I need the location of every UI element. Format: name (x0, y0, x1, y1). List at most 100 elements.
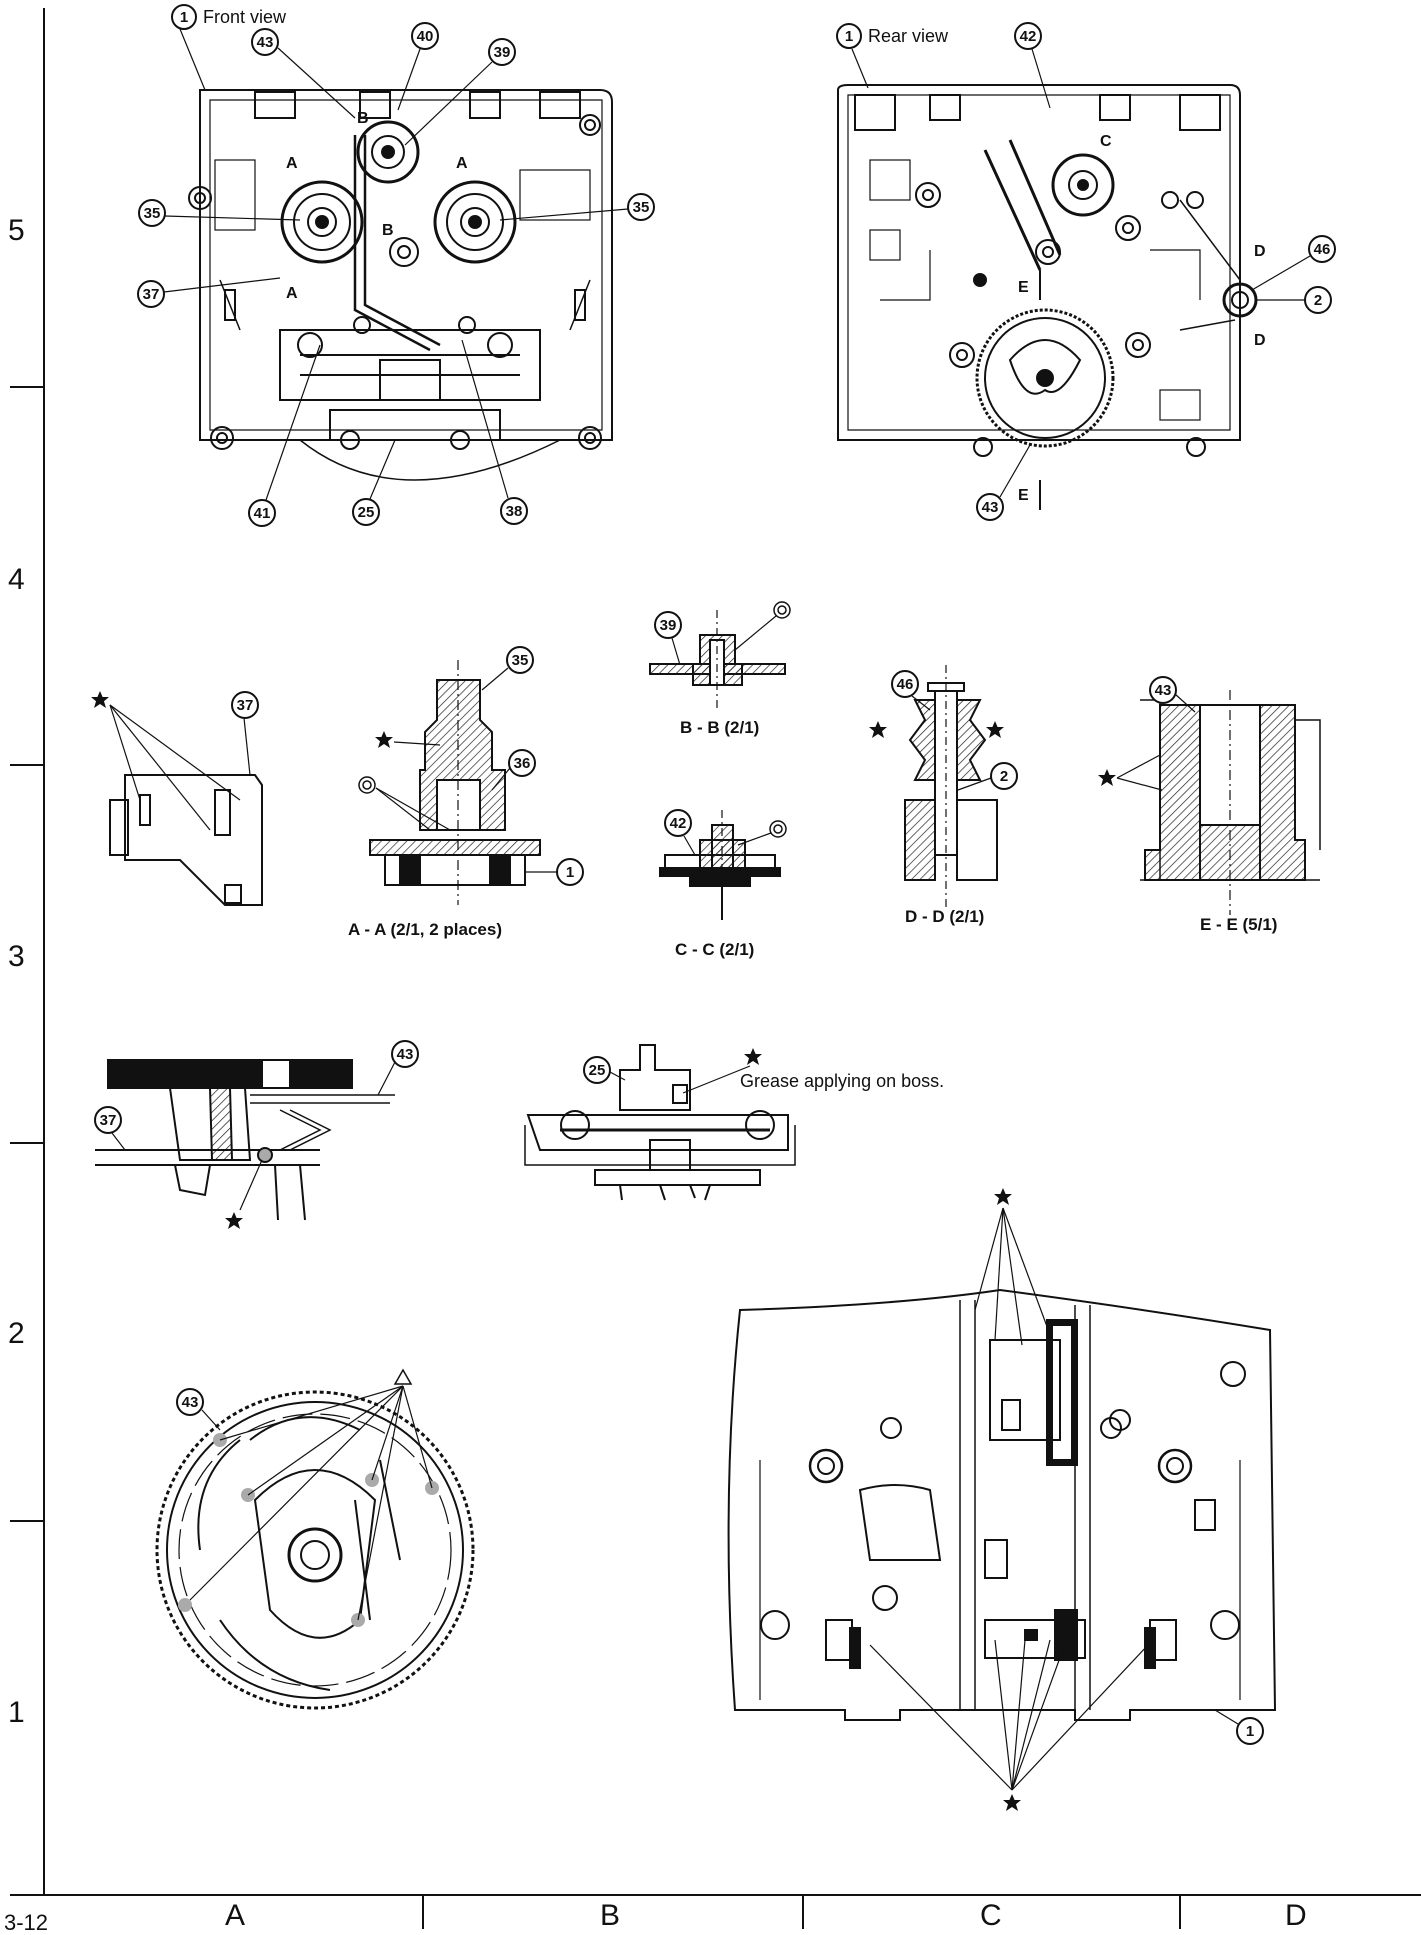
callout-37-bb: 39 (654, 611, 682, 639)
star-dd-right (986, 721, 1004, 738)
callout-43-rear: 43 (976, 493, 1004, 521)
svg-text:35: 35 (633, 199, 650, 216)
front-view-labels: 1 Front view 43 40 39 35 35 37 41 25 38 … (137, 4, 655, 527)
callout-1-front (171, 4, 197, 30)
callout-46-dd: 46 (891, 670, 919, 698)
section-dd-labels: 46 2 D - D (2/1) (869, 670, 1018, 926)
svg-text:39: 39 (660, 617, 677, 634)
gear-43-labels: 43 (176, 1368, 433, 1621)
callout-25-front: 25 (352, 498, 380, 526)
callout-36-aa: 36 (508, 749, 536, 777)
svg-text:42: 42 (670, 815, 687, 832)
row-ticks (10, 386, 44, 1522)
section-aa-labels: 35 36 1 A - A (2/1, 2 places) (348, 646, 584, 939)
column-dividers (422, 1895, 1181, 1929)
callout-40-front: 41 (248, 499, 276, 527)
section-bb-caption: B - B (2/1) (680, 718, 759, 737)
marker-a-front-2: A (286, 285, 298, 302)
svg-text:2: 2 (1314, 292, 1322, 309)
svg-text:43: 43 (257, 34, 274, 51)
triangle-mark (393, 1368, 413, 1385)
svg-text:2: 2 (1000, 768, 1008, 785)
star-dd-left (869, 721, 887, 738)
section-cc-drawing (659, 810, 781, 920)
callout-1-rear-number: 1 (845, 28, 853, 45)
svg-text:43: 43 (982, 499, 999, 516)
svg-text:38: 38 (506, 503, 523, 520)
marker-e-rear-1: E (1018, 279, 1029, 296)
detail-35-drawing (109, 774, 263, 906)
callout-2-dd: 2 (990, 762, 1018, 790)
star-chassis-bottom (1003, 1794, 1021, 1811)
callout-41-front: 43 (251, 28, 279, 56)
marker-b-front-2: B (382, 222, 394, 239)
section-aa-drawing (369, 660, 541, 905)
svg-text:25: 25 (358, 504, 375, 521)
svg-text:43: 43 (182, 1394, 199, 1411)
rear-view-labels: 1 Rear view 42 46 2 43 C D D E E (836, 22, 1336, 521)
callout-1-front-number: 1 (180, 9, 188, 26)
marker-e-rear-2: E (1018, 487, 1029, 504)
star-35 (91, 691, 109, 708)
gear-43-drawing (155, 1390, 475, 1710)
section-bb-labels: 39 B - B (2/1) (654, 601, 791, 737)
row-label-5: 5 (8, 214, 25, 247)
callout-34-front-left: 35 (138, 199, 166, 227)
marker-a-front-3: A (456, 155, 468, 172)
svg-text:42: 42 (1020, 28, 1037, 45)
callout-43-ee: 43 (1149, 676, 1177, 704)
star-25 (744, 1048, 762, 1065)
row-label-1: 1 (8, 1696, 25, 1729)
section-dd-drawing (904, 665, 998, 910)
oil-mark-bb (773, 601, 791, 619)
marker-b-front-1: B (357, 110, 369, 127)
column-label-b: B (600, 1899, 620, 1932)
svg-text:46: 46 (897, 676, 914, 693)
detail-35-labels: 37 (91, 691, 259, 831)
callout-35-detail-row3: 37 (94, 1106, 122, 1134)
callout-38-front: 40 (411, 22, 439, 50)
callout-35-front: 37 (137, 280, 165, 308)
svg-text:43: 43 (397, 1046, 414, 1063)
svg-text:37: 37 (143, 286, 160, 303)
star-aa (375, 731, 393, 748)
svg-text:36: 36 (514, 755, 531, 772)
column-label-a: A (225, 1899, 245, 1932)
svg-text:39: 39 (494, 44, 511, 61)
section-dd-caption: D - D (2/1) (905, 907, 984, 926)
callout-43-gear: 43 (176, 1388, 204, 1416)
section-ee-caption: E - E (5/1) (1200, 915, 1277, 934)
marker-d-rear-2: D (1254, 332, 1266, 349)
section-aa-caption: A - A (2/1, 2 places) (348, 920, 502, 939)
oil-mark-cc (769, 820, 787, 838)
svg-text:35: 35 (144, 205, 161, 222)
callout-37-front: 39 (488, 38, 516, 66)
rear-view-title: Rear view (868, 26, 949, 46)
callout-34-front-right: 35 (627, 193, 655, 221)
star-41 (225, 1212, 243, 1229)
column-label-d: D (1285, 1899, 1307, 1932)
callout-41-detail: 43 (391, 1040, 419, 1068)
callout-1-aa: 1 (556, 858, 584, 886)
svg-text:1: 1 (1246, 1723, 1254, 1740)
svg-text:37: 37 (237, 697, 254, 714)
oil-mark-aa (358, 776, 376, 794)
svg-text:35: 35 (512, 652, 529, 669)
callout-1-rear (836, 23, 862, 49)
svg-text:46: 46 (1314, 241, 1331, 258)
svg-text:37: 37 (100, 1112, 117, 1129)
marker-d-rear-1: D (1254, 243, 1266, 260)
detail-41-labels: 43 37 (94, 1040, 419, 1229)
section-ee-drawing (1140, 690, 1321, 915)
column-label-c: C (980, 1899, 1002, 1932)
detail-25-labels: 25 Grease applying on boss. (583, 1048, 944, 1094)
marker-a-front-1: A (286, 155, 298, 172)
marker-c-rear: C (1100, 133, 1112, 150)
star-chassis-top (994, 1188, 1012, 1205)
detail-41-drawing (95, 1059, 395, 1221)
section-cc-labels: 42 C - C (2/1) (664, 809, 787, 959)
svg-text:43: 43 (1155, 682, 1172, 699)
callout-2-rear: 2 (1304, 286, 1332, 314)
row-label-3: 3 (8, 940, 25, 973)
